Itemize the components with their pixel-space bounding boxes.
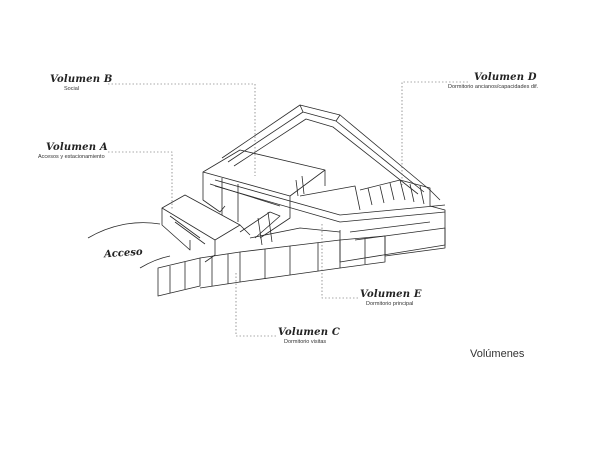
label-volumen-b: Volumen B Social [50, 74, 113, 92]
leader-volumen-c [235, 272, 276, 337]
leader-volumen-a [108, 151, 173, 210]
label-subtitle: Dormitorio ancianos/capacidades dif. [448, 84, 539, 90]
label-volumen-c: Volumen C Dormitorio visitas [278, 327, 340, 345]
label-title: Volumen D [474, 72, 537, 83]
front-walls [157, 211, 446, 297]
terrain-curve [87, 222, 161, 239]
label-volumen-e: Volumen E Dormitorio principal [360, 289, 422, 307]
label-subtitle: Dormitorio visitas [284, 339, 327, 345]
sheet-title: Volúmenes [470, 348, 525, 360]
volumen-a-box [161, 194, 251, 263]
upper-frame [221, 104, 441, 201]
label-subtitle: Dormitorio principal [366, 301, 414, 307]
connector-bar [214, 179, 446, 223]
label-volumen-d: Volumen D Dormitorio ancianos/capacidade… [448, 72, 580, 90]
leader-volumen-d [401, 81, 468, 185]
leader-volumen-b [108, 83, 256, 176]
terrain-curve-2 [139, 255, 171, 269]
label-title: Volumen E [360, 289, 422, 300]
label-title: Volumen C [278, 327, 341, 338]
label-volumen-a: Volumen A Accesos y estacionamiento [38, 142, 108, 160]
label-subtitle: Accesos y estacionamiento [38, 154, 105, 160]
label-subtitle: Social [64, 86, 79, 92]
label-title: Volumen A [46, 142, 108, 153]
leader-volumen-e [321, 222, 358, 299]
label-title: Volumen B [50, 74, 113, 85]
